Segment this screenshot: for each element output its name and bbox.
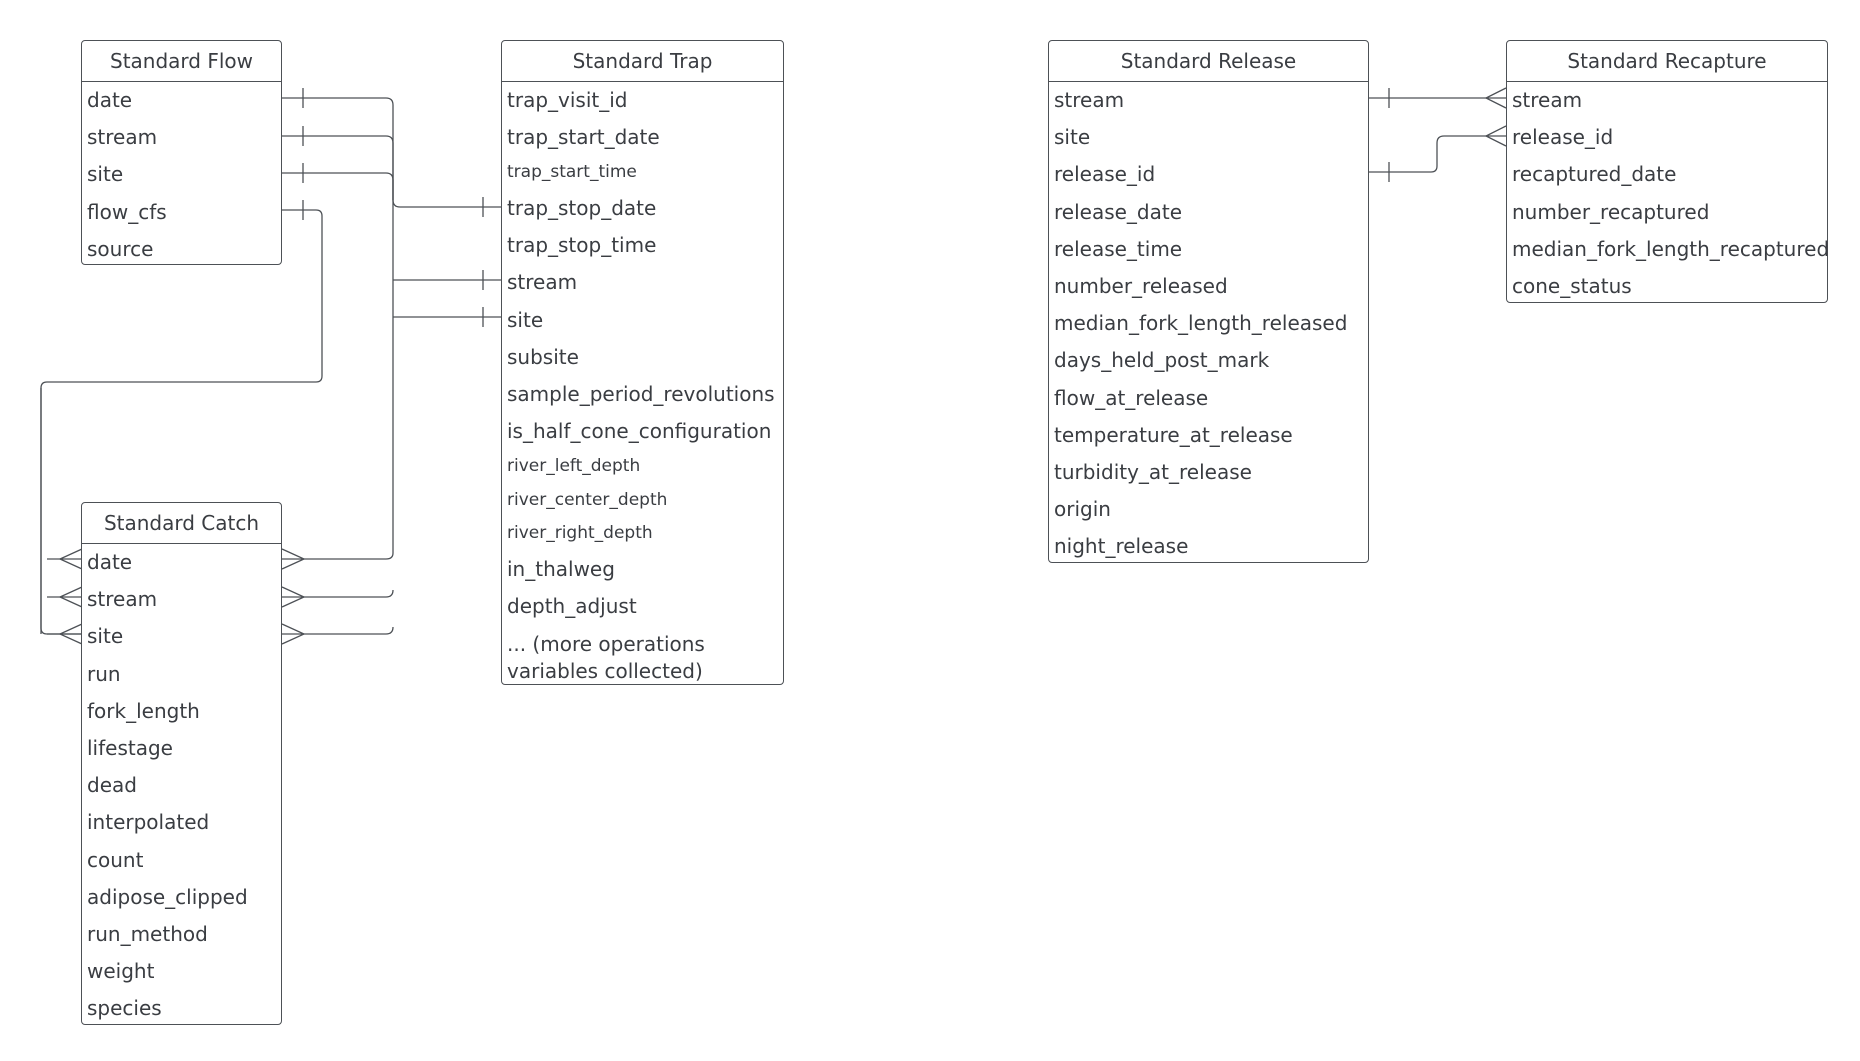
entity-standard-recapture[interactable]: Standard Recapture stream release_id rec… — [1506, 40, 1830, 305]
crowfoot-catch-left-stream — [58, 586, 83, 608]
field-row[interactable]: is_half_cone_configuration — [507, 419, 772, 444]
field-row[interactable]: stream — [507, 270, 578, 295]
link-flow-date-trap — [282, 97, 501, 208]
link-flow-stream-trap — [282, 135, 394, 200]
field-row[interactable]: median_fork_length_recaptured — [1512, 236, 1830, 261]
entity-fields: stream release_id recaptured_date number… — [1507, 82, 1830, 305]
field-row[interactable]: stream — [1512, 88, 1583, 112]
field-row[interactable]: sample_period_revolutions — [507, 381, 775, 406]
field-row[interactable]: trap_stop_time — [507, 233, 657, 258]
field-row[interactable]: river_left_depth — [507, 456, 641, 477]
entity-title: Standard Release — [1049, 41, 1368, 82]
entity-standard-trap[interactable]: Standard Trap trap_visit_id trap_start_d… — [501, 40, 784, 685]
field-row[interactable]: run — [87, 661, 121, 686]
field-row[interactable]: count — [87, 847, 144, 872]
field-row[interactable]: flow_cfs — [87, 199, 167, 224]
field-row[interactable]: stream — [87, 125, 158, 150]
field-row[interactable]: release_date — [1054, 199, 1183, 224]
field-row[interactable]: release_time — [1054, 236, 1183, 261]
field-row[interactable]: night_release — [1054, 534, 1189, 559]
field-row[interactable]: cone_status — [1512, 273, 1632, 298]
field-row[interactable]: river_center_depth — [507, 489, 668, 510]
entity-fields: trap_visit_id trap_start_date trap_start… — [502, 82, 783, 689]
entity-fields: stream site release_id release_date rele… — [1049, 82, 1368, 565]
field-row-more[interactable]: ... (more operations variables collected… — [507, 632, 705, 684]
entity-fields: date stream site run fork_length lifesta… — [82, 544, 281, 1027]
link-catch-right-stream — [282, 589, 394, 598]
field-row[interactable]: site — [87, 162, 124, 187]
crowfoot-catch-right-site — [281, 623, 306, 645]
field-row[interactable]: in_thalweg — [507, 557, 615, 582]
field-row[interactable]: site — [87, 624, 124, 649]
link-catch-right-trunk — [282, 200, 394, 560]
field-row[interactable]: turbidity_at_release — [1054, 459, 1252, 484]
field-row[interactable]: days_held_post_mark — [1054, 348, 1270, 373]
entity-standard-release[interactable]: Standard Release stream site release_id … — [1048, 40, 1369, 563]
crowfoot-catch-right-date — [281, 548, 306, 570]
entity-fields: date stream site flow_cfs source — [82, 82, 281, 268]
field-row[interactable]: stream — [1054, 88, 1125, 112]
entity-standard-flow[interactable]: Standard Flow date stream site flow_cfs … — [81, 40, 282, 265]
field-row[interactable]: origin — [1054, 497, 1111, 522]
field-row[interactable]: stream — [87, 587, 158, 612]
link-catch-right-site — [282, 626, 394, 635]
field-row[interactable]: date — [87, 88, 133, 112]
field-row[interactable]: subsite — [507, 344, 579, 369]
field-row[interactable]: trap_start_date — [507, 125, 660, 150]
entity-title: Standard Catch — [82, 503, 281, 544]
crowfoot-recapture-stream — [1484, 87, 1507, 109]
field-row[interactable]: source — [87, 236, 154, 261]
field-row[interactable]: flow_at_release — [1054, 385, 1209, 410]
field-row[interactable]: species — [87, 996, 162, 1021]
field-row[interactable]: weight — [87, 959, 155, 984]
link-flow-site-trap — [282, 172, 394, 200]
field-row[interactable]: release_id — [1054, 162, 1156, 187]
entity-title: Standard Recapture — [1507, 41, 1827, 82]
crowfoot-catch-left-site — [58, 623, 83, 645]
field-row[interactable]: river_right_depth — [507, 523, 653, 544]
field-row[interactable]: run_method — [87, 921, 208, 946]
entity-standard-catch[interactable]: Standard Catch date stream site run fork… — [81, 502, 282, 1025]
field-row[interactable]: date — [87, 550, 133, 574]
field-row[interactable]: median_fork_length_released — [1054, 311, 1348, 336]
field-row[interactable]: number_released — [1054, 273, 1228, 298]
field-row[interactable]: recaptured_date — [1512, 162, 1677, 187]
field-row[interactable]: lifestage — [87, 735, 173, 760]
field-row[interactable]: trap_start_time — [507, 162, 637, 183]
field-row[interactable]: depth_adjust — [507, 594, 637, 619]
field-row[interactable]: adipose_clipped — [87, 884, 248, 909]
field-row[interactable]: number_recaptured — [1512, 199, 1710, 224]
field-row[interactable]: fork_length — [87, 698, 200, 723]
link-release-id-recapture — [1369, 135, 1506, 173]
field-row[interactable]: trap_visit_id — [507, 88, 628, 112]
crowfoot-catch-left-date — [58, 548, 83, 570]
field-row[interactable]: release_id — [1512, 125, 1614, 150]
crowfoot-catch-right-stream — [281, 586, 306, 608]
entity-title: Standard Trap — [502, 41, 783, 82]
field-row[interactable]: interpolated — [87, 810, 210, 835]
entity-title: Standard Flow — [82, 41, 281, 82]
field-row[interactable]: trap_stop_date — [507, 195, 657, 220]
field-row[interactable]: dead — [87, 773, 137, 798]
field-row[interactable]: temperature_at_release — [1054, 422, 1293, 447]
crowfoot-recapture-release-id — [1484, 125, 1507, 147]
field-row[interactable]: site — [1054, 125, 1091, 150]
field-row[interactable]: site — [507, 307, 544, 332]
